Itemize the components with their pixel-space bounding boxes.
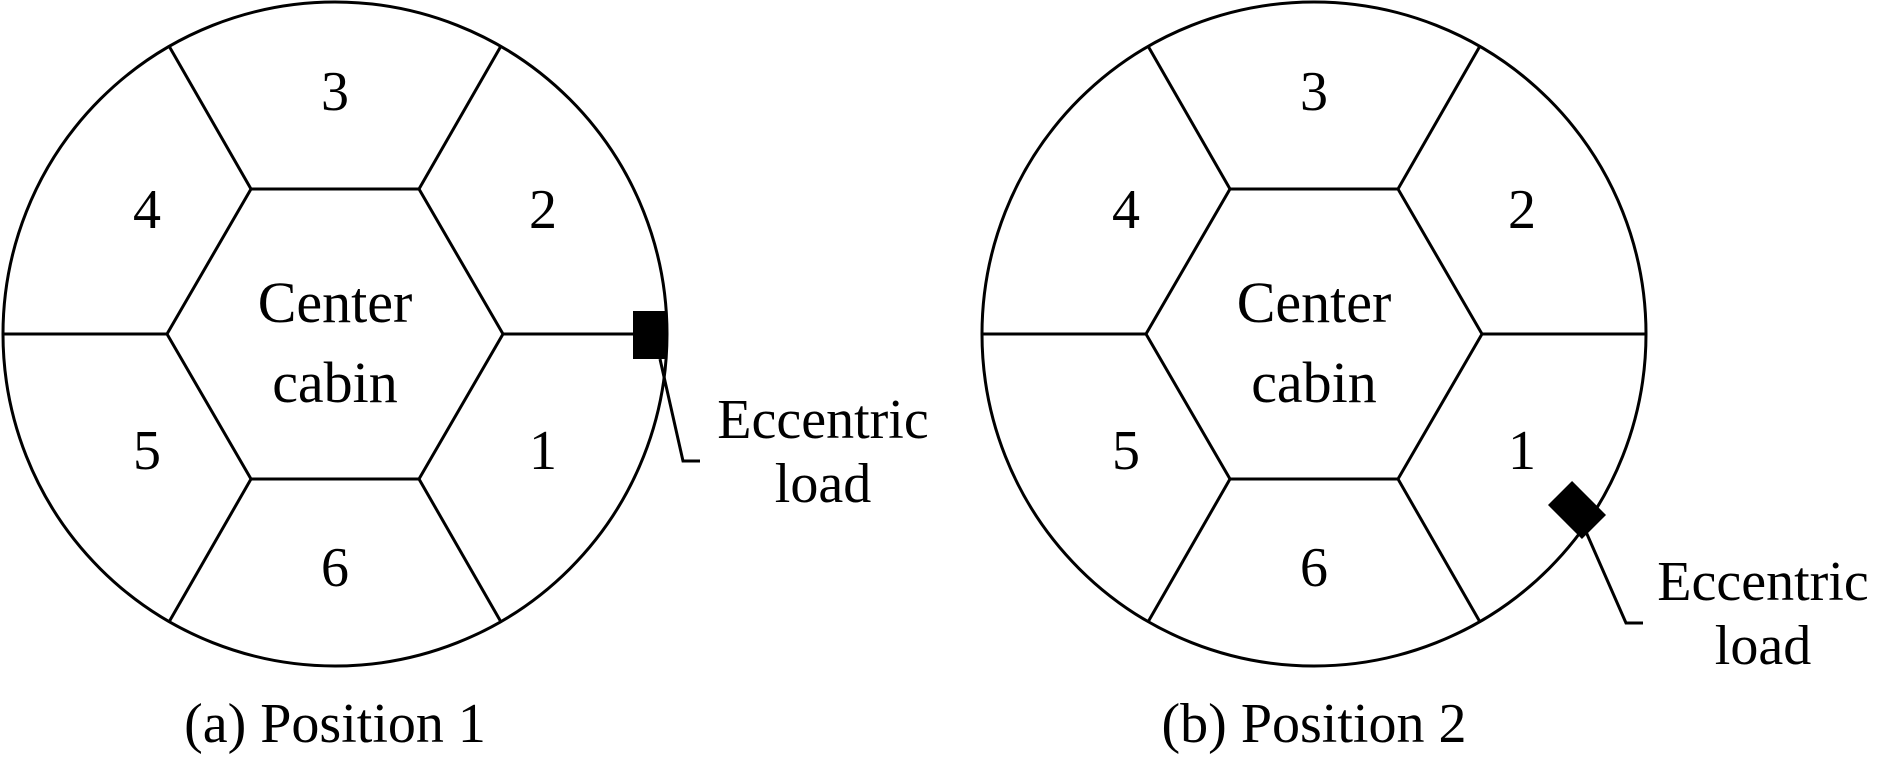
eccentric-load-marker <box>633 311 667 359</box>
section-label-4: 4 <box>133 179 161 241</box>
divider-line <box>167 45 253 190</box>
panel-caption: (b) Position 2 <box>1162 693 1467 755</box>
section-label-3: 3 <box>321 61 349 123</box>
eccentric-load-leader <box>658 358 700 463</box>
eccentric-load-label-line1: Eccentric <box>717 389 928 451</box>
eccentric-load-label-line1: Eccentric <box>1657 551 1868 613</box>
divider-line <box>167 478 253 623</box>
divider-line <box>1146 478 1232 623</box>
section-label-1: 1 <box>529 420 557 482</box>
section-label-5: 5 <box>133 420 161 482</box>
divider-line <box>1146 45 1232 190</box>
panel-position-2: Center cabin 1 2 3 4 5 6 Eccentric load … <box>980 0 1869 755</box>
section-label-6: 6 <box>321 537 349 599</box>
section-label-6: 6 <box>1300 537 1328 599</box>
panel-position-1: Center cabin 1 2 3 4 5 6 Eccentric load … <box>1 0 929 755</box>
section-label-2: 2 <box>529 179 557 241</box>
panel-caption: (a) Position 1 <box>184 693 486 755</box>
eccentric-load-marker <box>1548 481 1606 539</box>
section-label-5: 5 <box>1112 420 1140 482</box>
divider-line <box>417 478 503 623</box>
section-label-4: 4 <box>1112 179 1140 241</box>
center-label-line1: Center <box>1237 270 1392 335</box>
center-label-line1: Center <box>258 270 413 335</box>
eccentric-load-label-line2: load <box>775 453 871 515</box>
section-label-3: 3 <box>1300 61 1328 123</box>
center-label-line2: cabin <box>1251 350 1377 415</box>
divider-line <box>1396 478 1482 623</box>
section-label-2: 2 <box>1508 179 1536 241</box>
divider-line <box>417 45 503 190</box>
eccentric-load-leader <box>1581 524 1643 625</box>
eccentric-load-label-line2: load <box>1715 615 1811 677</box>
center-label-line2: cabin <box>272 350 398 415</box>
section-label-1: 1 <box>1508 420 1536 482</box>
divider-line <box>1396 45 1482 190</box>
